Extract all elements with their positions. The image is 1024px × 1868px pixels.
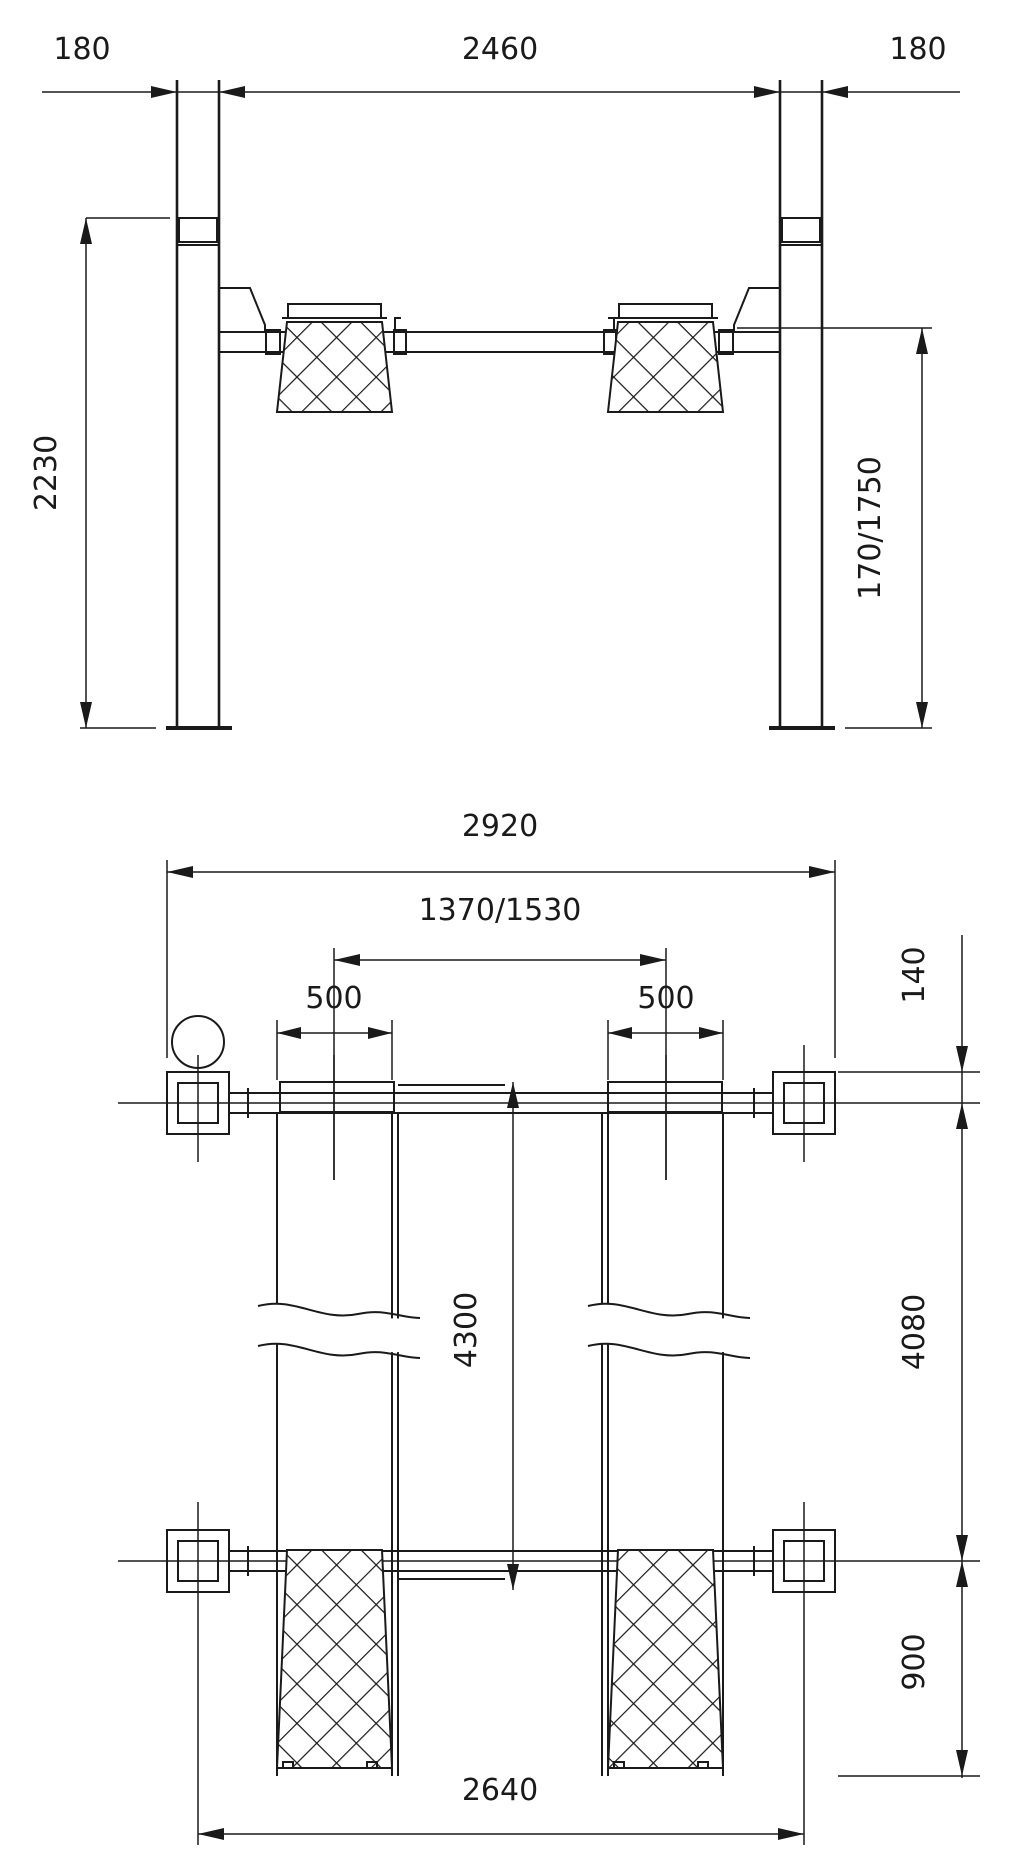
rear-left-post (166, 1502, 230, 1845)
dim-runway-length: 4300 (449, 1292, 484, 1368)
right-bracket (733, 287, 780, 333)
dim-post-width-right: 180 (889, 32, 946, 67)
top-view: 2920 1370/1530 500 500 (118, 809, 980, 1845)
dim-total-height: 2230 (29, 435, 64, 511)
left-bracket (219, 287, 266, 333)
rear-right-post (772, 1502, 836, 1845)
base-width-dimension-line (198, 1828, 804, 1840)
right-runway-top (585, 1055, 751, 1776)
lift-height-dimension-line (737, 327, 932, 729)
top-dimension-line (42, 80, 960, 104)
height-dimension-line (80, 217, 170, 729)
dim-overall-width: 2920 (462, 809, 538, 844)
runway-length-dimension-line (507, 1082, 519, 1590)
dim-front-offset: 140 (897, 946, 932, 1003)
dim-runway-width-left: 500 (305, 981, 362, 1016)
dim-runway-width-right: 500 (637, 981, 694, 1016)
dim-base-width: 2640 (462, 1773, 538, 1808)
front-cross-beam (229, 1084, 773, 1118)
dim-rear-extension: 900 (897, 1633, 932, 1690)
right-runway-front (606, 303, 725, 413)
left-runway-top (255, 1055, 421, 1776)
track-spacing-dimension-line (333, 948, 667, 1180)
left-runway-front (275, 303, 394, 413)
right-dimension-chain (838, 935, 980, 1778)
overall-width-dimension-line (166, 860, 836, 1058)
dim-post-spacing-length: 4080 (897, 1294, 932, 1370)
dim-lift-height: 170/1750 (853, 456, 888, 600)
dim-track-spacing: 1370/1530 (419, 893, 582, 928)
front-view: 180 2460 180 (29, 32, 960, 730)
dim-post-width-left: 180 (53, 32, 110, 67)
front-left-post (166, 1055, 230, 1162)
dim-post-spacing: 2460 (462, 32, 538, 67)
right-post (769, 80, 835, 730)
runway-width-right-dimension-line (607, 1020, 724, 1080)
runway-width-left-dimension-line (276, 1020, 393, 1080)
left-post (166, 80, 232, 730)
